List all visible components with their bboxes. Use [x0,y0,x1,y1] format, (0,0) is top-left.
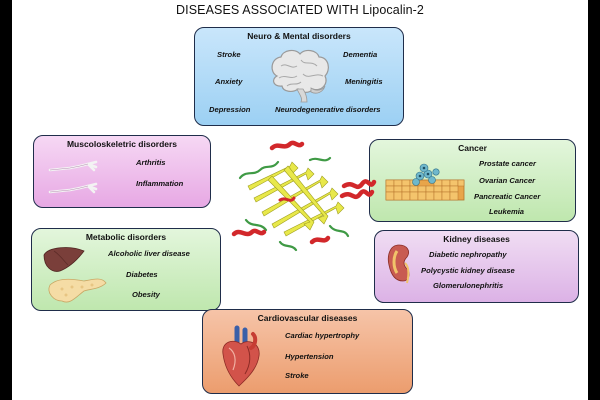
diagram-title: DISEASES ASSOCIATED WITH Lipocalin-2 [176,3,424,17]
diagram-canvas: DISEASES ASSOCIATED WITH Lipocalin-2 Neu… [12,0,588,400]
neuro-item-meningitis: Meningitis [345,77,383,86]
musculo-heading: Muscoloskeletric disorders [66,139,178,149]
heart-icon [222,325,260,387]
kidney-item-polycystic: Polycystic kidney disease [421,266,515,275]
liver-pancreas-icon [43,247,107,303]
cardio-item-hypertrophy: Cardiac hypertrophy [285,331,360,340]
protein-structure-icon [231,140,377,252]
cancer-item-ovarian: Ovarian Cancer [479,176,536,185]
neuro-item-neurodegenerative: Neurodegenerative disorders [275,105,381,114]
neuro-heading: Neuro & Mental disorders [247,31,351,41]
cardio-item-hypertension: Hypertension [285,352,334,361]
musculo-box: Muscoloskeletric disorders Arthritis Inf… [33,135,211,208]
cancer-heading: Cancer [458,143,487,153]
kidney-box: Kidney diseases Diabetic nephropathy Pol… [374,230,579,303]
neuro-item-stroke: Stroke [217,50,241,59]
metabolic-item-obesity: Obesity [132,290,160,299]
cardio-heading: Cardiovascular diseases [257,313,358,323]
cancer-item-leukemia: Leukemia [489,207,525,216]
cancer-cells-icon [385,163,465,201]
cancer-box: Cancer Prostate cancer Ovarian Cancer Pa… [369,139,576,222]
musculo-item-arthritis: Arthritis [136,158,166,167]
cancer-item-prostate: Prostate cancer [479,159,536,168]
kidney-heading: Kidney diseases [443,234,510,244]
cardio-box: Cardiovascular diseases Cardiac hypertro… [202,309,413,394]
metabolic-box: Metabolic disorders Alcoholic liver dise… [31,228,221,311]
kidney-item-glomerulonephritis: Glomerulonephritis [433,281,504,290]
cancer-item-pancreatic: Pancreatic Cancer [474,192,541,201]
neuro-item-dementia: Dementia [343,50,378,59]
kidney-icon [387,244,410,284]
metabolic-item-diabetes: Diabetes [126,270,158,279]
brain-icon [271,49,329,103]
neuro-item-anxiety: Anxiety [215,77,243,86]
musculo-item-inflammation: Inflammation [136,179,184,188]
bone-icon [48,160,98,194]
neuro-box: Neuro & Mental disorders Stroke Dementia… [194,27,404,126]
neuro-item-depression: Depression [209,105,251,114]
metabolic-heading: Metabolic disorders [85,232,167,242]
metabolic-item-alcoholic-liver: Alcoholic liver disease [108,249,190,258]
cardio-item-stroke: Stroke [285,371,309,380]
kidney-item-diabetic-nephropathy: Diabetic nephropathy [429,250,507,259]
